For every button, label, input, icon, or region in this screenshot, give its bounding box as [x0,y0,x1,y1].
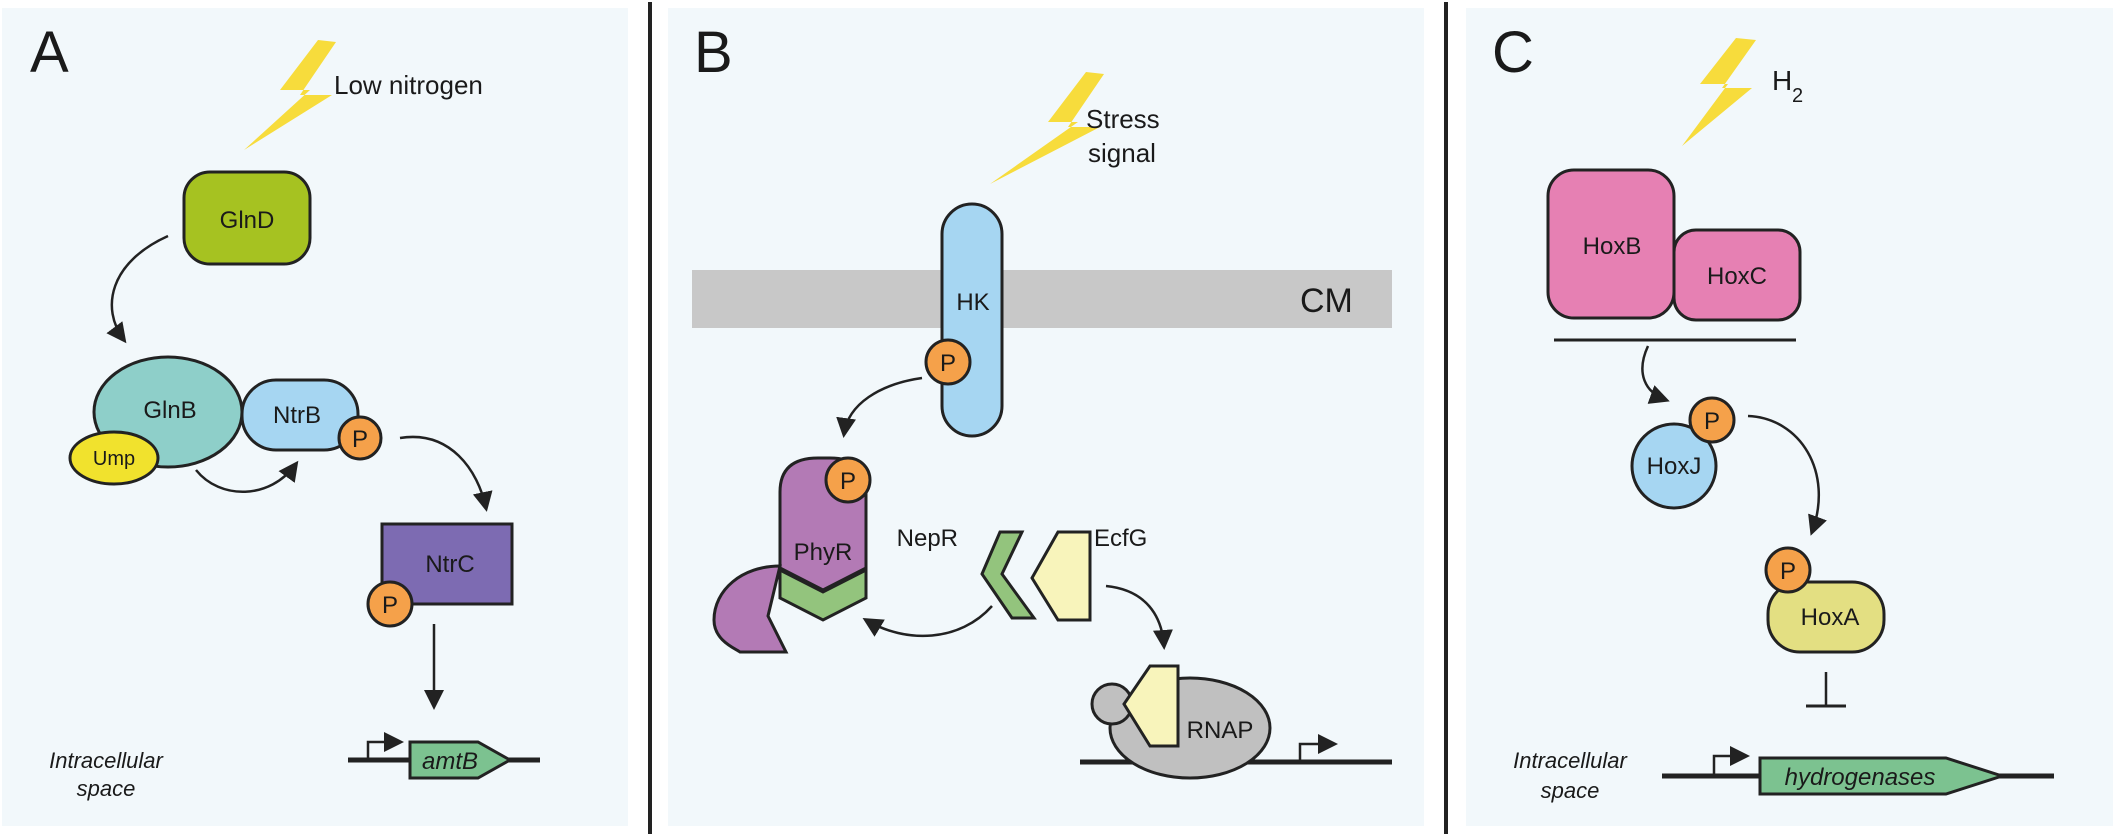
phosphate-phyr-label: P [840,468,856,495]
hk-label: HK [956,289,989,316]
intracellular-space-c-line1: Intracellular [1513,748,1628,773]
phosphate-hk-label: P [940,350,956,377]
ecfg-label: EcfG [1094,525,1147,552]
amtb-gene [408,740,514,780]
nepr-label: NepR [897,525,958,552]
signal-label-low-nitrogen: Low nitrogen [334,70,483,100]
arrow-glnb-to-ntrb [195,460,299,493]
arrow-ntrb-to-ntrc [399,435,493,512]
cell-membrane [692,270,1392,328]
hydrogenases-gene [1758,756,2007,796]
lightning-icon [1682,38,1756,146]
promoter-arrow-c [1712,746,1750,776]
hoxa-label: HoxA [1801,604,1860,631]
intracellular-space-a-line1: Intracellular [49,748,164,773]
lightning-icon [990,72,1104,184]
panel-a: A Low nitrogen GlnD GlnB Ump NtrB P NtrC… [2,8,628,826]
ntrc-protein [380,522,514,606]
phosphate-ntrb [337,415,383,461]
hoxa-protein [1766,580,1886,654]
panel-a-letter: A [30,20,69,85]
ntrc-label: NtrC [425,551,474,578]
signal-label-h: H [1772,65,1792,96]
signal-label-stress-line1: Stress [1086,104,1160,134]
arrow-hk-to-phyr [836,376,923,438]
phosphate-ntrc-label: P [382,592,398,619]
phyr-sigma-like-domain [712,564,789,654]
phosphate-ntrb-label: P [352,426,368,453]
promoter-arrow-a [366,732,404,760]
intracellular-space-c-line2: space [1541,778,1600,803]
panel-b: B Stress signal CM HK P PhyR P NepR EcfG… [668,8,1424,826]
arrow-glnd-to-glnb [106,234,169,344]
arrow-ecfg-to-rnap [1105,584,1173,650]
hydrogenases-label: hydrogenases [1785,764,1936,791]
nepr-protein [980,530,1037,620]
lightning-icon [244,40,336,150]
glnb-label: GlnB [143,397,196,424]
panel-c: C H 2 HoxB HoxC HoxJ P HoxA P hydrogenas… [1466,8,2113,826]
ump-molecule [68,430,160,486]
ntrb-protein [240,378,360,452]
ump-label: Ump [93,448,135,470]
panel-b-background [668,8,1424,826]
arrow-hoxj-to-hoxa [1747,414,1827,536]
phyr-label: PhyR [794,539,853,566]
hoxb-label: HoxB [1583,233,1642,260]
phyr-receiver-domain [778,567,868,622]
membrane-label: CM [1300,282,1353,320]
amtb-label: amtB [422,748,478,775]
phosphate-hk [924,338,972,386]
panel-c-background [1466,8,2113,826]
phosphate-hoxj-label: P [1704,408,1720,435]
phosphate-hoxa-label: P [1780,558,1796,585]
glnd-protein [182,170,312,266]
signal-label-stress-line2: signal [1088,138,1156,168]
hoxj-label: HoxJ [1647,453,1702,480]
hoxc-label: HoxC [1707,263,1767,290]
arrow-nepr-to-phyr [862,605,993,638]
ntrb-label: NtrB [273,402,321,429]
hoxc-protein [1672,228,1802,322]
glnd-label: GlnD [220,207,275,234]
panel-b-letter: B [694,20,733,85]
phosphate-ntrc [366,580,414,628]
rnap-label: RNAP [1187,717,1254,744]
promoter-arrow-b [1298,734,1338,762]
intracellular-space-a-line2: space [77,776,136,801]
signal-label-h-subscript: 2 [1792,85,1803,107]
hoxj-protein [1630,422,1718,510]
hk-protein [940,202,1004,438]
panel-c-letter: C [1492,20,1534,85]
ecfg-bound-to-rnap [1122,664,1180,748]
arrow-hoxbc-to-hoxj [1641,345,1670,404]
phosphate-phyr [824,456,872,504]
phosphate-hoxa [1764,546,1812,594]
phosphate-hoxj [1688,396,1736,444]
ecfg-protein [1030,530,1092,622]
